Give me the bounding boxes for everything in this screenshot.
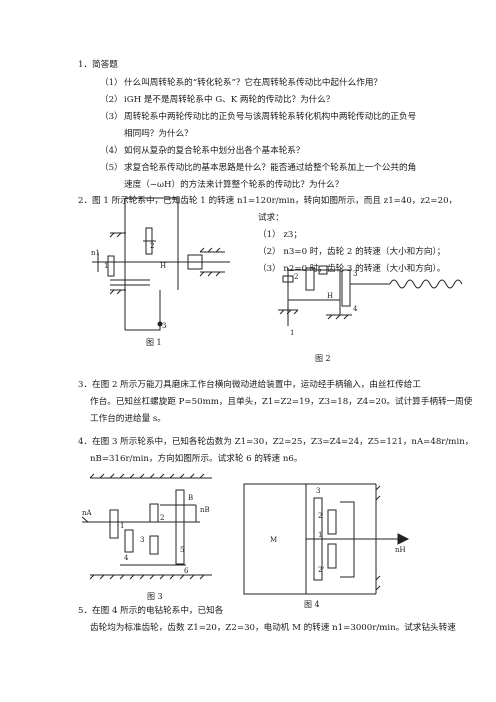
question-2-sub-3: （3） n2=0 时，齿轮 3 的转速（大小和方向）。: [258, 264, 446, 274]
q1-item-5-number: （5）: [100, 163, 123, 173]
q1-item-2-text: iGH 是不是周转轮系中 G、K 两轮的传动比？为什么？: [124, 95, 335, 105]
question-2-sub-1: （1） z3；: [258, 230, 302, 240]
figure-2-label-gear-3: 3: [353, 270, 357, 278]
figure-1-drawing: [92, 197, 230, 331]
figure-3-label-gear-3: 3: [140, 536, 144, 544]
q1-item-3-number: （3）: [100, 112, 123, 122]
question-3-line-2: 作台。已知丝杠螺旋距 P=50mm，且单头，Z1=Z2=19，Z3=18，Z4=…: [90, 397, 473, 407]
figure-4-label-gear-3: 3: [316, 487, 320, 495]
figure-4-label-gear-1: 1: [318, 531, 322, 539]
figure-3-label-gear-1: 1: [120, 522, 124, 530]
question-5-line-1: 5．在图 4 所示的电钻轮系中，已知各: [78, 606, 224, 616]
question-3-line-1: 3．在图 2 所示万能刀具磨床工作台横向微动进给装置中，运动经手柄输入，由丝杠传…: [78, 380, 421, 390]
figure-2-label-gear-4: 4: [353, 305, 358, 313]
q1-item-3-continuation: 相同吗？为什么？: [124, 129, 193, 139]
figure-1-label-gear-2: 2: [150, 242, 154, 250]
figure-3-label-gear-5: 5: [180, 546, 184, 554]
figure-3-label-nB: nB: [200, 506, 210, 514]
figure-4-label-gear-2-prime: 2': [318, 566, 324, 574]
question-2-line-2: 试求：: [258, 213, 284, 223]
question-3-line-3: 工作台的进给量 s。: [90, 414, 166, 424]
q1-item-5-text: 求复合轮系传动比的基本思路是什么？能否通过给整个轮系加上一个公共的角: [124, 163, 417, 173]
question-2-sub-2: （2） n3=0 时，齿轮 2 的转速（大小和方向）；: [258, 247, 446, 257]
q1-item-4-number: （4）: [100, 146, 123, 156]
figure-1-label-carrier: H: [160, 262, 166, 270]
figure-1-label-n1: n1: [91, 249, 100, 257]
figure-2-caption: 图 2: [315, 354, 331, 363]
figure-3-drawing: [81, 473, 212, 580]
figure-3-caption: 图 3: [147, 592, 163, 601]
figure-4-drawing: [243, 483, 410, 595]
question-5-line-2: 齿轮均为标准齿轮，齿数 Z1=20，Z2=30，电动机 M 的转速 n1=300…: [90, 623, 456, 633]
figure-2-drawing: [278, 265, 463, 326]
figure-4-label-nH: nH: [395, 546, 406, 554]
figure-2-label-carrier: H: [327, 292, 333, 300]
q1-item-2-number: （2）: [100, 95, 123, 105]
figure-3-label-gear-4: 4: [124, 554, 129, 562]
q1-item-3-text: 周转轮系中两轮传动比的正负号与该周转轮系转化机构中两轮传动比的正负号: [124, 112, 417, 122]
question-4-line-2: nB=316r/min，方向如图所示。试求轮 6 的转速 n6。: [90, 454, 303, 464]
question-1-heading: 1．简答题: [78, 60, 118, 70]
q1-item-5-continuation: 速度（−ωH）的方法来计算整个轮系的传动比？为什么？: [124, 180, 344, 190]
q1-item-1-text: 什么叫周转轮系的“转化轮系”？它在周转轮系传动比中起什么作用？: [124, 78, 383, 88]
figure-1-label-gear-1: 1: [104, 262, 108, 270]
figure-3-label-nA: nA: [82, 509, 93, 517]
figure-1-label-gear-3: 3: [162, 322, 166, 330]
figure-2-label-gear-2: 2: [294, 273, 298, 281]
figure-4-caption: 图 4: [304, 600, 320, 609]
q1-item-1-number: （1）: [100, 78, 123, 88]
q1-item-4-text: 如何从复杂的复合轮系中划分出各个基本轮系？: [124, 146, 305, 156]
figure-4-label-motor: M: [270, 536, 277, 544]
figure-3-label-carrier-B: B: [188, 494, 193, 502]
figure-3-label-gear-2: 2: [160, 514, 164, 522]
figure-1-caption: 图 1: [146, 338, 162, 347]
figure-2-label-gear-1: 1: [290, 329, 294, 337]
figure-3-label-gear-6: 6: [184, 567, 189, 575]
question-4-line-1: 4．在图 3 所示轮系中，已知各轮齿数为 Z1=30，Z2=25，Z3=Z4=2…: [78, 437, 474, 447]
figure-4-label-gear-2: 2: [318, 512, 322, 520]
question-2-line-1: 2．图 1 所示轮系中，已知齿轮 1 的转速 n1=120r/min，转向如图所…: [78, 196, 458, 206]
